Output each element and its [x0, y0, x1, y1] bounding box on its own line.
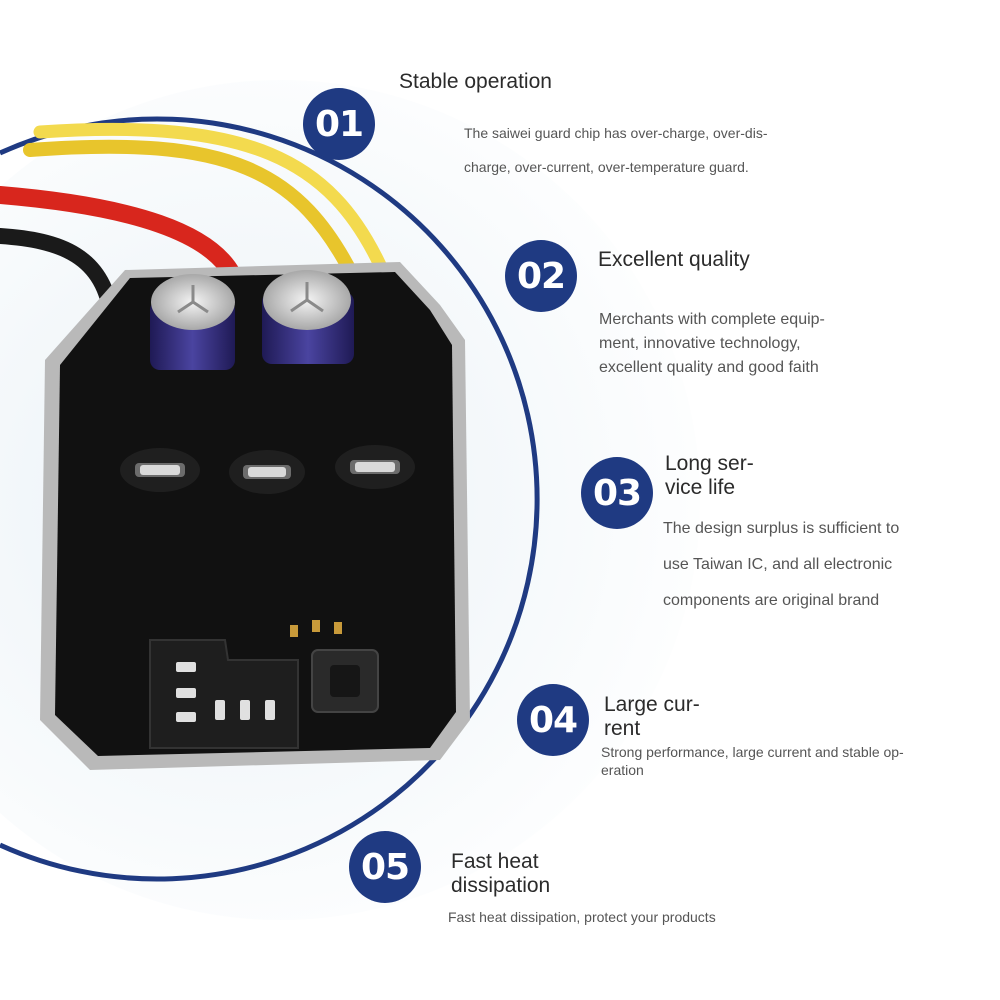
ring-arc — [0, 116, 540, 882]
feature-02-description: Merchants with complete equip- ment, inn… — [599, 311, 825, 376]
solder-pad-highlights — [140, 462, 395, 477]
feature-04-badge: 04 — [517, 684, 589, 756]
feature-01-description: The saiwei guard chip has over-charge, o… — [464, 125, 768, 175]
feature-02-badge: 02 — [505, 240, 577, 312]
tactile-switch — [311, 649, 379, 713]
feature-05-description: Fast heat dissipation, protect your prod… — [448, 909, 716, 925]
capacitor-left — [150, 274, 235, 370]
yellow-wire-1 — [23, 139, 379, 322]
feature-01-badge: 01 — [303, 88, 375, 160]
capacitor-right — [262, 270, 354, 364]
feature-02-title: Excellent quality — [598, 248, 750, 271]
yellow-wire-2 — [33, 122, 399, 312]
controller-board — [55, 272, 456, 756]
feature-03-badge: 03 — [581, 457, 653, 529]
feature-04-description: Strong performance, large current and st… — [601, 744, 904, 778]
feature-05-title: Fast heat dissipation — [451, 850, 551, 897]
feature-04-title: Large cur- rent — [604, 693, 700, 740]
feature-03-title: Long ser- vice life — [665, 452, 754, 499]
connector-block — [149, 639, 299, 749]
smd-components — [290, 620, 342, 637]
feature-03-description: The design surplus is sufficient to use … — [663, 520, 900, 609]
feature-05-badge: 05 — [349, 831, 421, 903]
feature-01-title: Stable operation — [399, 70, 552, 93]
